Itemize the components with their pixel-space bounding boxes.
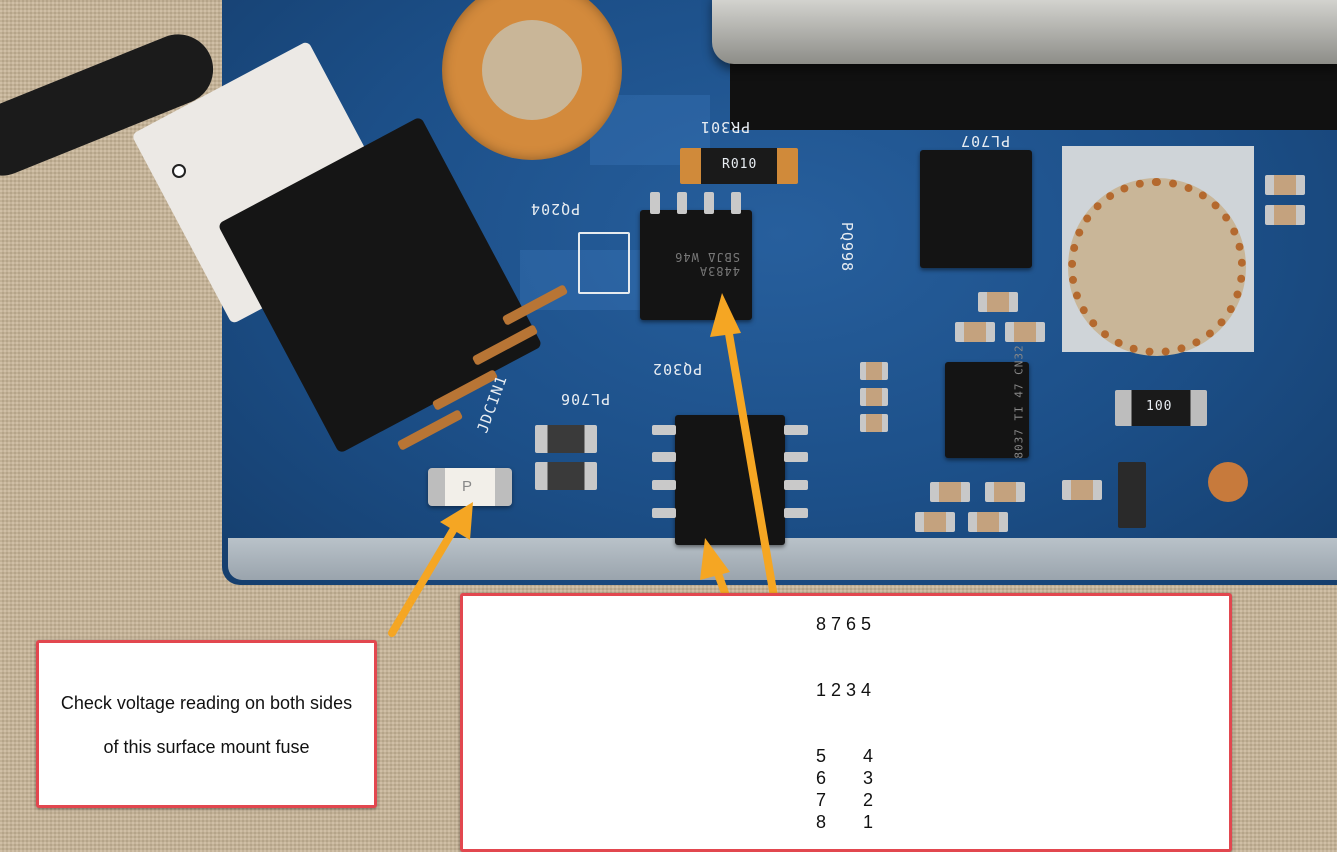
chip-leg xyxy=(650,192,660,214)
screw-hole xyxy=(482,20,582,120)
chip-leg xyxy=(784,480,808,490)
mosfet-chip-bottom xyxy=(675,415,785,545)
fuse-marking: P xyxy=(462,478,473,495)
pinout-right-3: 2 xyxy=(863,790,874,810)
chip-leg xyxy=(784,425,808,435)
inductor xyxy=(535,425,597,453)
capacitor xyxy=(1265,175,1305,195)
chip-leg xyxy=(704,192,714,214)
pinout-left-4: 8 xyxy=(816,812,827,832)
pinout-box: 8 7 6 5 1 2 3 4 5 6 7 8 4 3 2 1 xyxy=(460,593,1232,852)
controller-ic xyxy=(945,362,1029,458)
resistor xyxy=(680,148,798,184)
chip-leg xyxy=(652,425,676,435)
pinout-right-1: 4 xyxy=(863,746,874,766)
fuse-note-box: Check voltage reading on both sides of t… xyxy=(36,640,377,808)
chip-leg xyxy=(784,452,808,462)
note-line-1: Check voltage reading on both sides xyxy=(60,693,353,713)
capacitor xyxy=(955,322,995,342)
pinout-bottom-row: 1 2 3 4 xyxy=(816,680,872,700)
note-line-2: of this surface mount fuse xyxy=(103,737,310,757)
zoom-cursor-icon xyxy=(172,164,186,178)
capacitor xyxy=(930,482,970,502)
mount-hole xyxy=(1068,178,1246,356)
resistor-label: 100 xyxy=(1146,399,1173,414)
arrow-to-fuse-icon xyxy=(388,502,473,637)
chip-leg xyxy=(784,508,808,518)
capacitor xyxy=(915,512,955,532)
pinout-left-3: 7 xyxy=(816,790,827,810)
chip-leg xyxy=(652,508,676,518)
chip-leg xyxy=(731,192,741,214)
footprint-outline xyxy=(578,232,630,294)
metal-shield xyxy=(712,0,1337,64)
capacitor xyxy=(968,512,1008,532)
capacitor xyxy=(860,414,888,432)
shield-shadow xyxy=(730,60,1337,130)
pinout-right-2: 3 xyxy=(863,768,874,788)
board-edge xyxy=(228,538,1337,580)
pinout-left-1: 5 xyxy=(816,746,827,766)
capacitor xyxy=(860,362,888,380)
chip-leg xyxy=(677,192,687,214)
test-point xyxy=(1208,462,1248,502)
chip-leg xyxy=(652,480,676,490)
capacitor xyxy=(978,292,1018,312)
pinout-right-4: 1 xyxy=(863,812,874,832)
pinout-top-row: 8 7 6 5 xyxy=(816,614,872,634)
inductor xyxy=(535,462,597,490)
regulator-chip xyxy=(920,150,1032,268)
resistor-label: R010 xyxy=(722,157,758,172)
diode xyxy=(1118,462,1146,528)
mosfet-chip-top xyxy=(640,210,752,320)
pinout-left-2: 6 xyxy=(816,768,827,788)
capacitor xyxy=(860,388,888,406)
resistor xyxy=(1115,390,1207,426)
capacitor xyxy=(1265,205,1305,225)
capacitor xyxy=(985,482,1025,502)
capacitor xyxy=(1062,480,1102,500)
surface-mount-fuse xyxy=(428,468,512,506)
chip-leg xyxy=(652,452,676,462)
capacitor xyxy=(1005,322,1045,342)
